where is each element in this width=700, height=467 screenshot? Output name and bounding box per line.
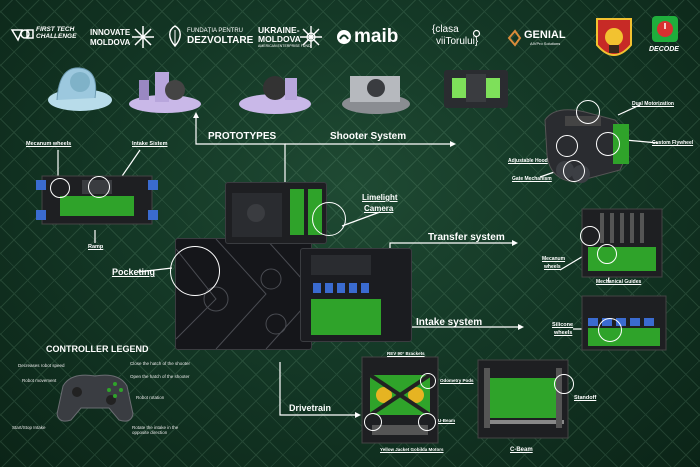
fundatia-logo-line2: DEZVOLTARE (187, 35, 254, 46)
dual-motorization-label: Dual Motorization (632, 101, 674, 107)
yellow-jacket-highlight (364, 413, 382, 431)
prototypes-label: PROTOTYPES (208, 131, 277, 142)
silicone-wheels-label-line2: wheels (554, 330, 573, 336)
legend-open-hatch: Open the hatch of the shooter (130, 374, 190, 379)
fundatia-logo-line1: FUNDAȚIA PENTRU (187, 28, 244, 34)
genial-logo-text: GENIAL (524, 29, 566, 41)
ukraine-logo-line1: UKRAINE- (258, 25, 300, 35)
standoff-highlight (554, 374, 574, 394)
silicone-wheels-label-line1: Silicone (552, 322, 574, 328)
odometry-pods-highlight (420, 373, 436, 389)
custom-flywheel-label: Custom Flywheel (652, 140, 694, 146)
standoff-label: Standoff (574, 395, 597, 401)
prototype-2-image (125, 60, 205, 116)
mecanum-wheels-label: Mecanum wheels (26, 141, 72, 147)
ramp-label: Ramp (88, 244, 104, 250)
prototype-1-image (45, 58, 115, 114)
mechanical-guides-highlight (597, 244, 617, 264)
limelight-camera-highlight (312, 202, 346, 236)
clasa-logo-line2: viiTorului} (436, 36, 479, 47)
intake-detail-image (580, 292, 670, 354)
u-beam-label: U-Beam (438, 418, 456, 423)
transfer-intake-image (300, 248, 412, 342)
team-mascot-badge-icon (593, 15, 635, 65)
gate-mechanism-highlight (563, 160, 585, 182)
mechanical-guides-label: Mechanical Guides (596, 279, 642, 285)
odometry-pods-label: Odometry Pods (440, 378, 474, 383)
mecanum-wheels-highlight (50, 178, 70, 198)
adjustable-hood-highlight (556, 135, 578, 157)
legend-close-hatch: Close the hatch of the shooter (130, 361, 191, 366)
genial-logo-subtext: AIVPro Solutions (530, 41, 561, 46)
rev-brackets-label: REV 90° Brackets (387, 351, 425, 356)
limelight-camera-label-line1: Limelight (362, 193, 398, 202)
legend-start-stop-intake: Start/Stop Intake (12, 425, 46, 430)
controller-legend-title: CONTROLLER LEGEND (46, 344, 149, 354)
maib-logo-icon (336, 29, 352, 45)
adjustable-hood-label: Adjustable Hood (508, 158, 548, 164)
fundatia-leaf-icon (166, 24, 184, 48)
intake-sistem-label: Intake Sistem (132, 141, 168, 147)
silicone-wheels-highlight (598, 318, 622, 342)
gate-mechanism-label: Gate Mechanism (512, 176, 552, 182)
legend-robot-rotation: Robot rotation (136, 395, 165, 400)
transfer-system-label: Transfer system (428, 232, 505, 243)
intake-system-label: Intake system (416, 317, 483, 328)
pocketing-highlight (170, 246, 220, 296)
mecanum-right-label-line1: Mecanum (542, 256, 566, 262)
ukraine-snowflake-icon (298, 24, 324, 50)
prototype-4-image (338, 62, 414, 116)
genial-logo-icon (506, 29, 522, 47)
clasa-logo-line1: {clasa (432, 24, 459, 35)
snowflake-icon (130, 24, 156, 50)
drivetrain-label: Drivetrain (289, 403, 332, 413)
shooter-assembly-image (225, 182, 327, 244)
drivetrain-top-image (360, 355, 440, 445)
intake-sistem-highlight (88, 176, 110, 198)
c-beam-label: C-Beam (510, 447, 533, 453)
limelight-camera-label-line2: Camera (364, 204, 394, 213)
legend-robot-movement: Robot movement (22, 378, 57, 383)
first-logo-icon (10, 26, 34, 44)
drivetrain-front-image (476, 358, 571, 440)
ukraine-logo-line2: MOLDOVA (258, 34, 301, 44)
first-logo-text: FIRST TECH CHALLENGE (36, 26, 77, 40)
innovate-logo-line2: MOLDOVA (90, 38, 131, 47)
legend-rotate-intake: Rotate the intake in the opposite direct… (132, 425, 179, 436)
decode-logo-icon (652, 16, 678, 42)
yellow-jacket-label: Yellow Jacket Gobilda Motors (380, 447, 444, 452)
dual-motorization-highlight (576, 100, 600, 124)
custom-flywheel-highlight (596, 132, 620, 156)
mecanum-right-label-line2: wheels (544, 264, 561, 270)
ukraine-logo-line3: AMERICAN ENTERPRISE FUND (258, 44, 311, 48)
innovate-logo-line1: INNOVATE (90, 28, 131, 37)
legend-decrease-speed: Decreases robot speed (18, 363, 65, 368)
gamepad-image (55, 366, 135, 428)
prototype-5-image (438, 60, 514, 116)
decode-logo-text: DECODE (649, 46, 679, 53)
mecanum-right-highlight (580, 226, 600, 246)
gear-icon (472, 25, 481, 38)
shooter-system-label: Shooter System (330, 131, 407, 142)
pocketing-label: Pocketing (112, 267, 156, 277)
prototype-3-image (235, 64, 315, 116)
maib-logo-text: maib (354, 26, 399, 47)
u-beam-highlight (418, 413, 436, 431)
